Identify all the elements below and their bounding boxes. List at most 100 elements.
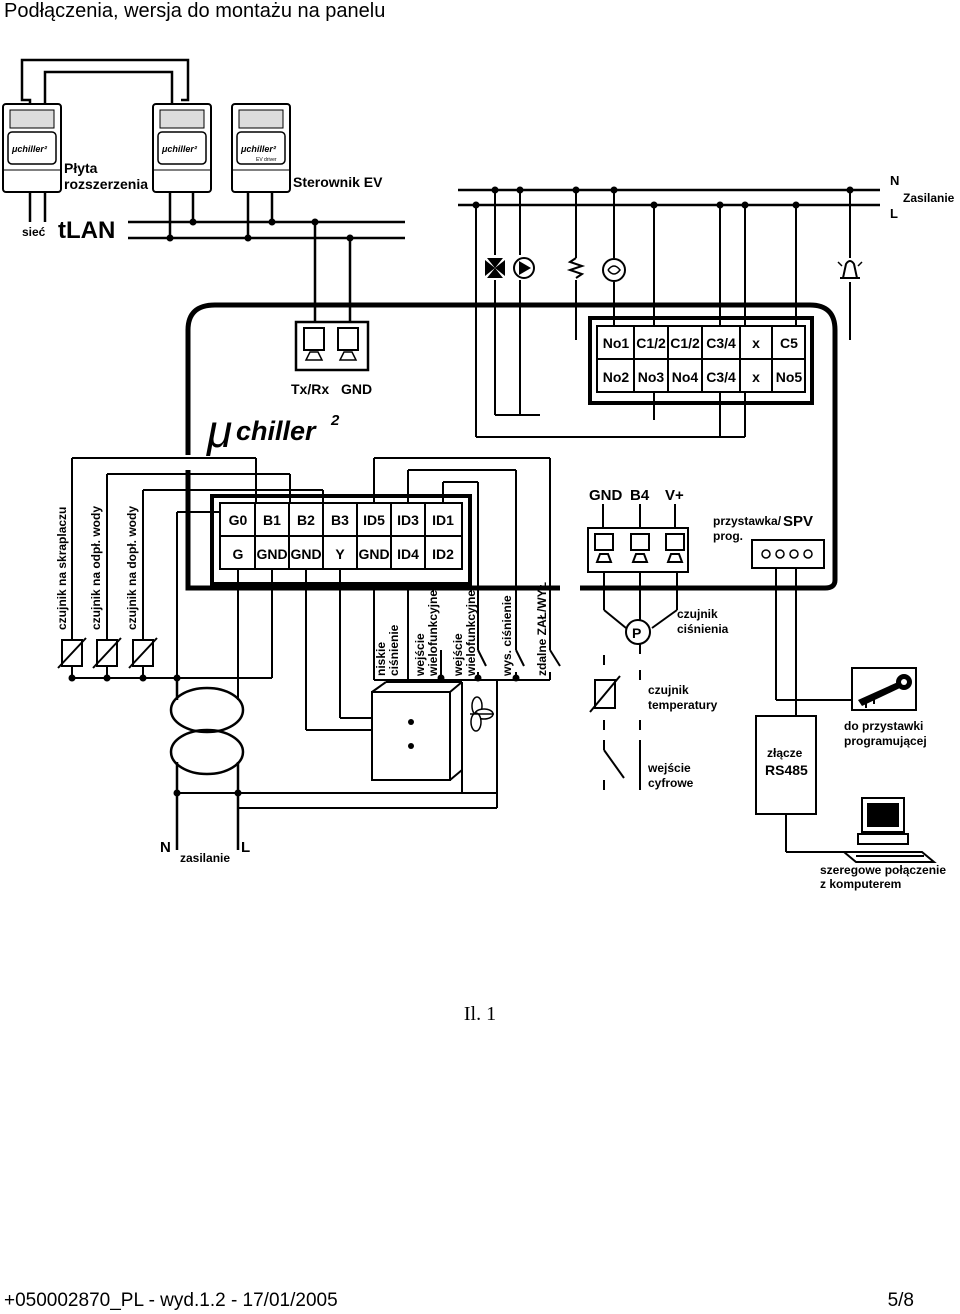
probe-gnd-label: GND [589, 487, 623, 504]
ev-module-1: μchiller² [152, 103, 212, 193]
relay-terminal-block: No1 C1/2 C1/2 C3/4 x C5 No2 No3 No4 C3/4… [588, 316, 814, 405]
relay-bottom-3: C3/4 [706, 369, 736, 385]
input-bottom-6: ID2 [432, 546, 454, 562]
wiring-diagram: μchiller² μchiller² μchiller² EV driver … [2, 58, 955, 891]
input-top-6: ID1 [432, 512, 454, 528]
rs485-label-2: RS485 [765, 762, 808, 778]
txrx-connector [294, 320, 370, 372]
prog-connector [751, 539, 856, 716]
relay-bottom-4: x [752, 369, 760, 385]
footer-page: 5/8 [887, 1290, 914, 1311]
module-logo: μchiller² [240, 144, 277, 154]
to-key-label-2: programującej [844, 734, 927, 748]
input-wiring [71, 457, 551, 731]
relay-bottom-1: No3 [638, 369, 665, 385]
svg-text:wielofunkcyjne: wielofunkcyjne [464, 590, 478, 677]
pressure-sensor-icon: P [625, 619, 651, 645]
footer-doc-id: +050002870_PL - wyd.1.2 - 17/01/2005 [4, 1290, 338, 1311]
expansion-module: μchiller² [2, 103, 62, 193]
load-drops [475, 190, 851, 438]
txrx-label: Tx/Rx [291, 381, 329, 397]
supply-label-bottom: zasilanie [180, 851, 230, 865]
svg-text:2: 2 [330, 412, 340, 429]
line-l: L [890, 206, 898, 221]
relay-bottom-5: No5 [776, 369, 803, 385]
svg-text:chiller: chiller [236, 416, 317, 446]
temperature-probe-icon [589, 675, 621, 713]
relay-top-0: No1 [603, 335, 630, 351]
probe-vplus-label: V+ [665, 487, 684, 504]
module-sub: EV driver [256, 157, 277, 163]
digital-in-label-1: wejście [647, 761, 691, 775]
probe-b4-label: B4 [630, 487, 650, 504]
line-n: N [890, 173, 899, 188]
fan-motor-icon [602, 258, 626, 282]
tx-gnd-label: GND [341, 381, 372, 397]
ev-module-2: μchiller² EV driver [231, 103, 291, 193]
serial-label-2: z komputerem [820, 877, 901, 891]
alarm-bell-icon [837, 260, 863, 279]
to-key-label-1: do przystawki [844, 719, 923, 733]
controller-outline [185, 302, 838, 591]
computer-icon [841, 797, 937, 863]
transformer-icon [169, 678, 245, 850]
svg-text:wejście: wejście [413, 633, 427, 677]
svg-text:zdalne ZAŁ/WYŁ: zdalne ZAŁ/WYŁ [535, 582, 549, 676]
figure-caption: Il. 1 [463, 1003, 497, 1025]
input-terminal-block: G0 B1 B2 B3 ID5 ID3 ID1 G GND GND Y GND … [210, 494, 472, 586]
page-title: Podłączenia, wersja do montażu na panelu [4, 0, 386, 22]
probe-label-condenser: czujnik na skraplaczu [55, 507, 69, 630]
relay-top-5: C5 [780, 335, 798, 351]
digital-switches [373, 590, 561, 681]
probe-label-outlet: czujnik na odpł. wody [89, 506, 103, 630]
expansion-label-2: rozszerzenia [64, 176, 148, 192]
prog-key-line2: prog. [713, 529, 743, 543]
power-junctions [472, 186, 854, 209]
digital-input-labels: niskie ciśnienie wejście wielofunkcyjne … [374, 582, 549, 677]
digital-in-label-2: cyfrowe [648, 776, 694, 790]
supply-l: L [241, 839, 250, 856]
input-top-3: B3 [331, 512, 349, 528]
svg-text:P: P [632, 625, 641, 641]
valve-icon [485, 258, 505, 278]
svg-text:wejście: wejście [451, 633, 465, 677]
expansion-label-1: Płyta [64, 160, 98, 176]
input-bottom-3: Y [335, 546, 345, 562]
probe-labels: czujnik na skraplaczu czujnik na odpł. w… [55, 506, 139, 630]
probe-connector [587, 504, 689, 790]
probe-label-inlet: czujnik na dopł. wody [125, 506, 139, 630]
supply-n: N [160, 839, 171, 856]
prog-key-spv: SPV [783, 513, 813, 530]
input-top-1: B1 [263, 512, 281, 528]
prog-key-line1: przystawka/ [713, 514, 782, 528]
input-bottom-0: G [233, 546, 244, 562]
serial-label-1: szeregowe połączenie [820, 863, 946, 877]
network-prefix: sieć [22, 225, 46, 239]
input-bottom-2: GND [290, 546, 321, 562]
temperature-label-2: temperatury [648, 698, 718, 712]
tlan-modules [20, 58, 190, 175]
tlan-bus [28, 192, 405, 325]
input-top-5: ID3 [397, 512, 419, 528]
ntc-probes [57, 637, 158, 669]
pump-icon [513, 257, 535, 279]
bus-junctions [166, 218, 354, 242]
relay-top-2: C1/2 [670, 335, 700, 351]
svg-text:wielofunkcyjne: wielofunkcyjne [426, 590, 440, 677]
module-logo: μchiller² [11, 144, 48, 154]
svg-text:niskie: niskie [374, 642, 388, 676]
rs485-label-1: złącze [767, 746, 803, 760]
svg-text:wys. ciśnienie: wys. ciśnienie [500, 595, 514, 677]
input-bottom-1: GND [256, 546, 287, 562]
relay-bottom-0: No2 [603, 369, 630, 385]
input-bottom-4: GND [358, 546, 389, 562]
input-top-2: B2 [297, 512, 315, 528]
svg-text:ciśnienie: ciśnienie [387, 624, 401, 676]
supply-label: Zasilanie [903, 191, 955, 205]
pressure-label-2: ciśnienia [677, 622, 729, 636]
input-top-0: G0 [229, 512, 248, 528]
fan-speed-module [371, 681, 463, 781]
svg-text:μ: μ [206, 405, 232, 457]
heater-icon [566, 257, 586, 279]
pressure-label-1: czujnik [677, 607, 718, 621]
